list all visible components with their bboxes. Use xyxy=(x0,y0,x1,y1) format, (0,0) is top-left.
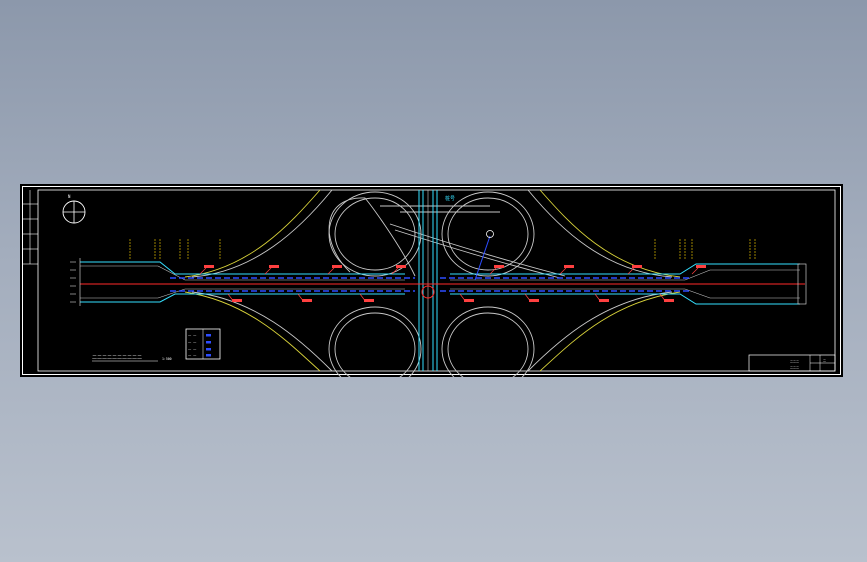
station-tag xyxy=(302,299,312,302)
station-tag xyxy=(632,265,642,268)
drawing-scale: 1:500 xyxy=(162,357,172,361)
title-block-cell: 二 xyxy=(823,358,826,362)
survey-marker xyxy=(474,230,494,281)
station-tag xyxy=(232,299,242,302)
station-leader xyxy=(264,267,272,275)
legend-row: 一 一 xyxy=(188,354,197,358)
station-tag xyxy=(564,265,574,268)
drawing-title: 二二二二二二二二二二 xyxy=(92,355,142,361)
station-annotations xyxy=(70,239,756,303)
station-leader xyxy=(489,267,497,275)
svg-text:N: N xyxy=(68,194,71,199)
station-tag xyxy=(599,299,609,302)
title-block-line1: 二二二 xyxy=(790,359,799,363)
station-tag xyxy=(204,265,214,268)
station-leader xyxy=(691,267,699,275)
cross-road xyxy=(418,190,438,371)
interchange-ramps xyxy=(184,189,681,377)
station-leader xyxy=(627,267,635,275)
drawing-canvas: N xyxy=(22,186,841,377)
station-leader xyxy=(391,267,399,275)
title-block-line2: 二二二 xyxy=(790,365,799,369)
main-road xyxy=(79,258,807,306)
station-tag xyxy=(332,265,342,268)
station-tag xyxy=(396,265,406,268)
title-block: 二二二 二二二 二 xyxy=(748,354,836,372)
station-tag xyxy=(696,265,706,268)
station-tag xyxy=(364,299,374,302)
legend-row: 一 一 xyxy=(188,334,197,338)
outer-frame xyxy=(22,186,841,375)
north-arrow-icon: N xyxy=(62,194,86,224)
station-leader xyxy=(559,267,567,275)
station-tag xyxy=(664,299,674,302)
station-leader xyxy=(199,267,207,275)
legend: 一 一 一 一 一 一 一 一 xyxy=(185,328,221,360)
station-tag xyxy=(529,299,539,302)
legend-row: 一 一 xyxy=(188,348,197,352)
binding-strip xyxy=(22,190,38,265)
cross-road-label: 桩号 xyxy=(445,195,455,202)
station-leader xyxy=(327,267,335,275)
station-tag xyxy=(269,265,279,268)
legend-row: 一 一 xyxy=(188,341,197,345)
station-tag xyxy=(464,299,474,302)
drawing-sheet: N xyxy=(20,184,843,377)
station-tag xyxy=(494,265,504,268)
